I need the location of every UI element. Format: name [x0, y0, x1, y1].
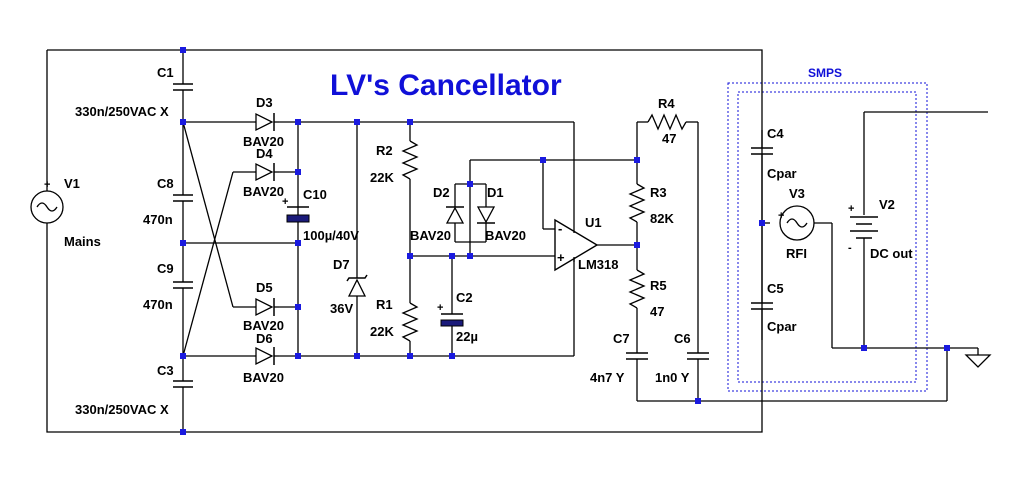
c3-capacitor: C3 330n/250VAC X [75, 363, 193, 417]
d4-value: BAV20 [243, 184, 284, 199]
r3-value: 82K [650, 211, 674, 226]
c4-value: Cpar [767, 166, 797, 181]
ground-icon [964, 348, 992, 368]
r2-resistor: R2 22K [370, 122, 419, 256]
c7-value: 4n7 Y [590, 370, 625, 385]
v3-value: RFI [786, 246, 807, 261]
v2-battery: + - V2 DC out [848, 112, 913, 348]
d2-name: D2 [433, 185, 450, 200]
d5-value: BAV20 [243, 318, 284, 333]
c1-name: C1 [157, 65, 174, 80]
c6-name: C6 [674, 331, 691, 346]
c1-value: 330n/250VAC X [75, 104, 169, 119]
c8-name: C8 [157, 176, 174, 191]
d6-diode: D6 BAV20 [243, 331, 284, 385]
c2-name: C2 [456, 290, 473, 305]
u1-value: LM318 [578, 257, 618, 272]
r1-resistor: R1 22K [370, 256, 419, 356]
c8-capacitor: C8 470n [143, 176, 193, 227]
r4-resistor: R4 47 [636, 96, 699, 349]
d4-diode: D4 BAV20 [243, 146, 284, 199]
c4-capacitor: C4 Cpar [751, 126, 797, 181]
v1-source: + V1 Mains [30, 176, 101, 249]
r1-name: R1 [376, 297, 393, 312]
c5-value: Cpar [767, 319, 797, 334]
d5-diode: D5 BAV20 [243, 280, 284, 333]
r1-value: 22K [370, 324, 394, 339]
svg-text:+: + [437, 302, 443, 314]
d7-value: 36V [330, 301, 353, 316]
c7-name: C7 [613, 331, 630, 346]
v2-minus-pin: - [848, 242, 852, 254]
r5-name: R5 [650, 278, 667, 293]
d1-value: BAV20 [485, 228, 526, 243]
d2-value: BAV20 [410, 228, 451, 243]
u1-plus-pin: + [557, 250, 565, 265]
c9-capacitor: C9 470n [143, 261, 193, 312]
c9-name: C9 [157, 261, 174, 276]
d5-name: D5 [256, 280, 273, 295]
r3-name: R3 [650, 185, 667, 200]
d4-name: D4 [256, 146, 273, 161]
smps-box: SMPS [727, 66, 928, 392]
r4-value: 47 [662, 131, 676, 146]
u1-minus-pin: - [558, 221, 562, 236]
r5-resistor: R5 47 [628, 269, 667, 349]
svg-text:+: + [282, 196, 288, 208]
r2-name: R2 [376, 143, 393, 158]
d7-zener-diode: D7 36V [330, 122, 368, 356]
c8-value: 470n [143, 212, 173, 227]
d3-value: BAV20 [243, 134, 284, 149]
v2-plus-pin: + [848, 203, 854, 215]
c6-value: 1n0 Y [655, 370, 690, 385]
r3-resistor: R3 82K [628, 160, 674, 270]
v3-source: + V3 RFI [778, 186, 833, 348]
c3-name: C3 [157, 363, 174, 378]
smps-section: C4 Cpar C5 Cpar + V3 RFI + [751, 111, 992, 401]
u1-name: U1 [585, 215, 602, 230]
c10-capacitor: + C10 100µ/40V [282, 187, 359, 243]
c2-capacitor: + C2 22µ [437, 256, 478, 356]
c7-capacitor: C7 4n7 Y [590, 331, 648, 401]
c2-value: 22µ [456, 329, 478, 344]
d2-d1-diodes: D2 BAV20 D1 BAV20 [410, 183, 526, 256]
schematic-title: LV's Cancellator [330, 69, 562, 102]
d6-value: BAV20 [243, 370, 284, 385]
d7-name: D7 [333, 257, 350, 272]
v2-name: V2 [879, 197, 895, 212]
d1-name: D1 [487, 185, 504, 200]
d6-name: D6 [256, 331, 273, 346]
v3-name: V3 [789, 186, 805, 201]
d3-diode: D3 BAV20 [243, 95, 284, 149]
svg-text:+: + [44, 179, 50, 191]
c6-capacitor: C6 1n0 Y [655, 331, 709, 401]
d3-name: D3 [256, 95, 273, 110]
u1-opamp: - + U1 LM318 [542, 160, 637, 272]
r5-value: 47 [650, 304, 664, 319]
junction-nodes [180, 47, 950, 435]
v1-name: V1 [64, 176, 80, 191]
c10-name: C10 [303, 187, 327, 202]
c5-name: C5 [767, 281, 784, 296]
c9-value: 470n [143, 297, 173, 312]
v1-value: Mains [64, 234, 101, 249]
r4-name: R4 [658, 96, 675, 111]
smps-label: SMPS [808, 66, 842, 80]
c1-capacitor: C1 330n/250VAC X [75, 65, 193, 119]
c3-value: 330n/250VAC X [75, 402, 169, 417]
mains-section: + V1 Mains C1 330n/250VAC X C8 470n [30, 49, 947, 433]
c4-name: C4 [767, 126, 784, 141]
svg-text:+: + [778, 210, 784, 222]
c10-value: 100µ/40V [303, 228, 359, 243]
v2-value: DC out [870, 246, 913, 261]
c5-capacitor: C5 Cpar [751, 281, 797, 334]
r2-value: 22K [370, 170, 394, 185]
